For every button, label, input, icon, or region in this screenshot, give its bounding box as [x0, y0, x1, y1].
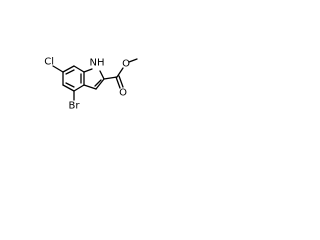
- bond-c4-c3a: [73, 84, 85, 92]
- bromine-label: Br: [69, 101, 81, 112]
- nh-label: NH: [90, 58, 105, 69]
- bond-n1-c2: [99, 70, 105, 80]
- bond-c5-c4: [62, 84, 75, 92]
- bond-c2-c3: [95, 78, 105, 90]
- bond-c2-ccarbonyl: [103, 76, 118, 80]
- bond-c7-c6-inner: [65, 69, 75, 75]
- bond-c7-c6: [62, 65, 75, 73]
- chemical-structure: NH Cl Br O O: [44, 57, 138, 112]
- bond-ccarbonyl-o-double-a: [115, 76, 121, 89]
- bond-c7a-n1: [83, 68, 93, 73]
- carbonyl-oxygen-label: O: [119, 88, 127, 99]
- bond-ccarbonyl-o-double-b: [118, 75, 124, 88]
- bond-c3-c3a: [83, 84, 97, 90]
- chlorine-label: Cl: [44, 57, 54, 68]
- ester-oxygen-label: O: [122, 59, 130, 70]
- bond-c6-cl: [52, 65, 64, 73]
- bond-c5-c4-inner: [65, 82, 75, 88]
- bond-c2-c3-inner: [94, 79, 102, 87]
- bond-oester-methyl: [128, 58, 138, 63]
- bond-c7a-c7: [73, 65, 85, 73]
- bond-ccarbonyl-oester: [116, 67, 124, 78]
